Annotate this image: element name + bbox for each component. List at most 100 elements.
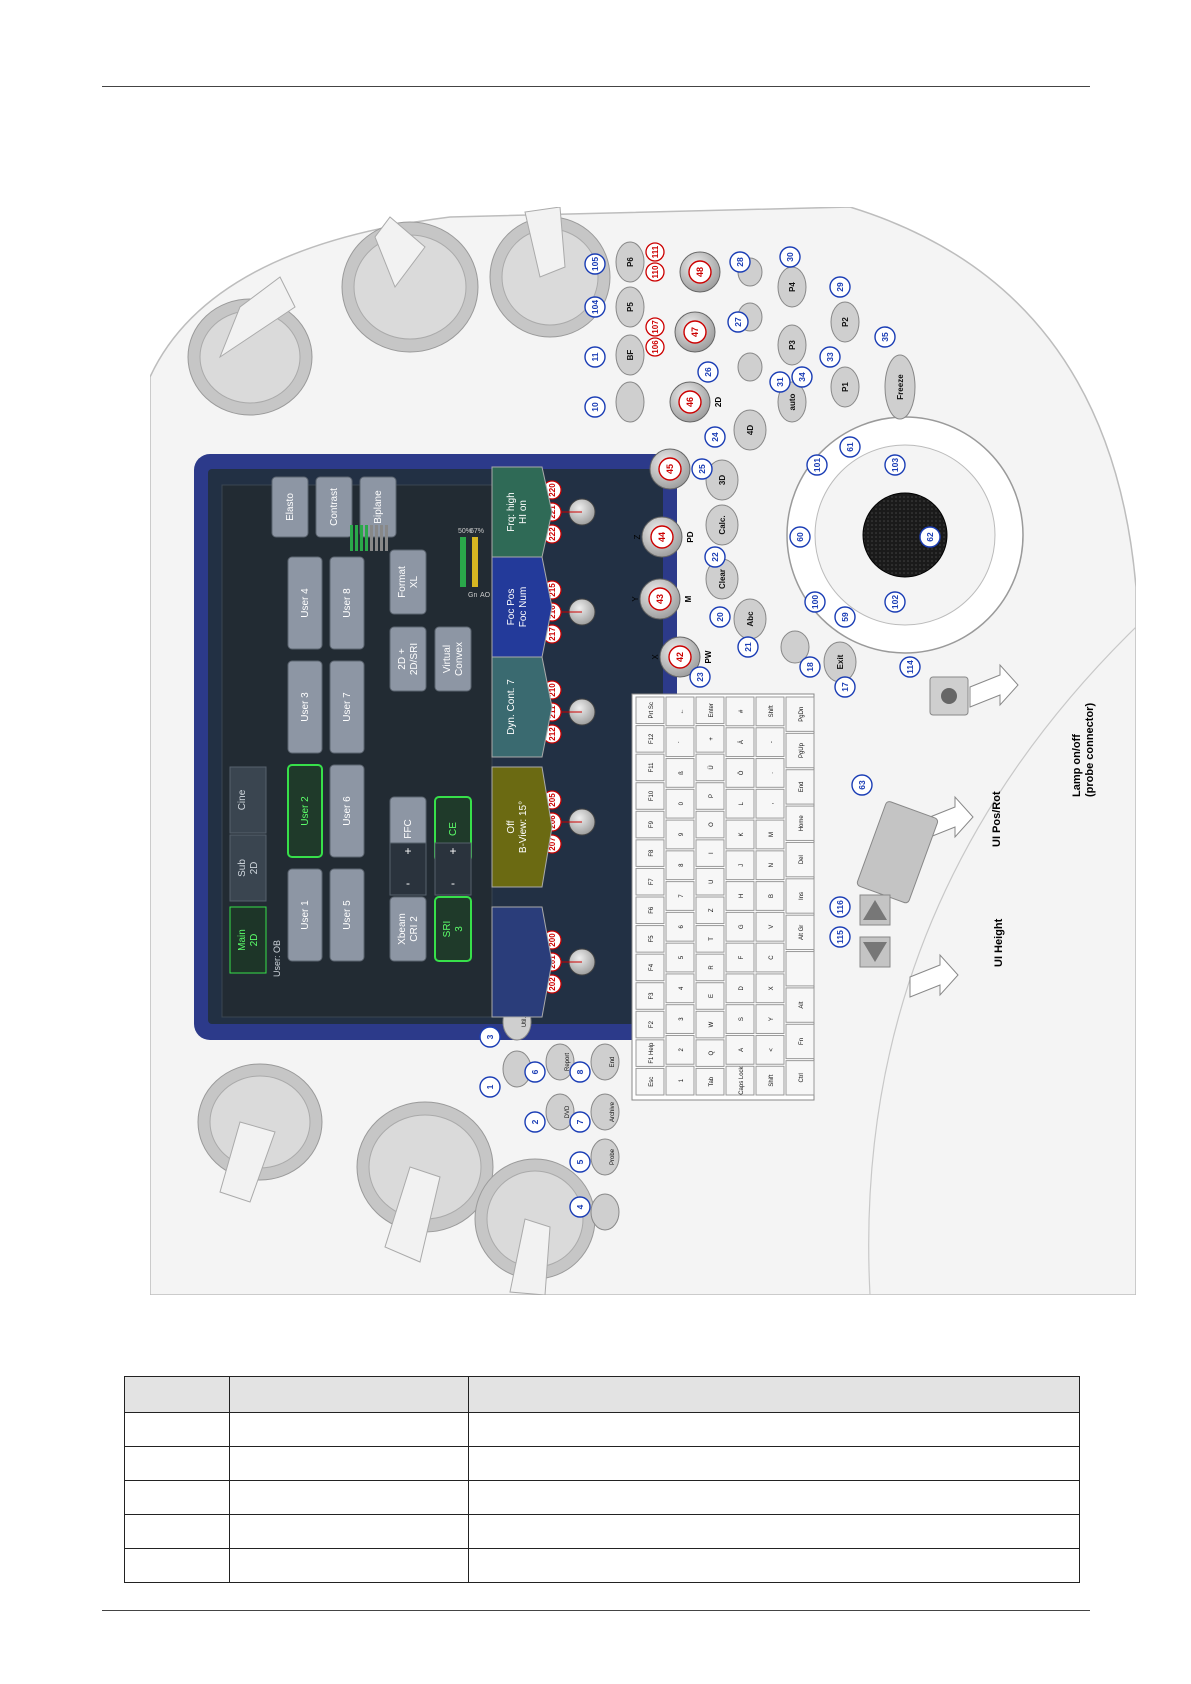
trackball[interactable] <box>862 492 948 578</box>
key[interactable]: , <box>755 788 785 819</box>
key[interactable]: Ä <box>725 727 755 758</box>
key[interactable]: F3 <box>635 982 665 1010</box>
bf-button[interactable]: BF <box>615 334 645 376</box>
key[interactable]: C <box>755 942 785 973</box>
key[interactable]: U <box>695 867 725 896</box>
key[interactable]: 1 <box>665 1065 695 1096</box>
p2-button[interactable]: P2 <box>830 301 860 343</box>
freeze-button[interactable]: Freeze <box>884 354 916 420</box>
key[interactable]: F9 <box>635 810 665 839</box>
key[interactable]: H <box>725 881 755 911</box>
key[interactable]: E <box>695 982 725 1010</box>
user-button-7[interactable]: User 7 <box>329 660 365 754</box>
key[interactable]: ´ <box>665 727 695 758</box>
key[interactable]: S <box>725 1004 755 1034</box>
key[interactable]: W <box>695 1010 725 1039</box>
key[interactable]: Q <box>695 1039 725 1067</box>
key[interactable]: Enter <box>695 696 725 725</box>
key[interactable]: O <box>695 810 725 839</box>
mode-button-contrast[interactable]: Contrast <box>315 476 353 538</box>
key[interactable]: Ins <box>785 878 815 914</box>
user-button-1[interactable]: User 1 <box>287 868 323 962</box>
key[interactable]: End <box>785 769 815 805</box>
mode-key-48[interactable]: 48 <box>679 251 721 293</box>
key[interactable]: F11 <box>635 753 665 782</box>
auto-button[interactable]: auto <box>777 381 807 423</box>
key[interactable]: L <box>725 788 755 819</box>
key[interactable]: 6 <box>665 911 695 942</box>
key[interactable]: 0 <box>665 788 695 819</box>
key[interactable] <box>785 951 815 987</box>
key[interactable]: Shift <box>755 1065 785 1096</box>
key[interactable]: Alt <box>785 987 815 1023</box>
virtual-convex-button[interactable]: VirtualConvex <box>434 626 472 692</box>
key[interactable]: 3 <box>665 1004 695 1034</box>
user-button-8[interactable]: User 8 <box>329 556 365 650</box>
abc-button[interactable]: Abc <box>733 598 767 640</box>
archive-button[interactable]: Archive <box>590 1093 620 1131</box>
key[interactable]: - <box>755 727 785 758</box>
2d-sri-button[interactable]: 2D +2D/SRI <box>389 626 427 692</box>
key[interactable]: P <box>695 782 725 810</box>
key[interactable]: T <box>695 925 725 953</box>
key[interactable]: R <box>695 953 725 982</box>
layout-button[interactable] <box>737 352 763 382</box>
key[interactable]: 7 <box>665 881 695 911</box>
key[interactable]: A <box>725 1034 755 1065</box>
key[interactable]: ß <box>665 758 695 788</box>
key[interactable]: F1 Help <box>635 1039 665 1067</box>
sri-button[interactable]: SRI3 <box>434 896 472 962</box>
key[interactable]: B <box>755 881 785 911</box>
key[interactable]: 2 <box>665 1034 695 1065</box>
key[interactable]: I <box>695 839 725 867</box>
key[interactable]: Y <box>755 1004 785 1034</box>
key[interactable]: F2 <box>635 1010 665 1039</box>
user-button-3[interactable]: User 3 <box>287 660 323 754</box>
key[interactable]: M <box>755 819 785 850</box>
tab-3[interactable]: Cine <box>229 766 267 834</box>
key[interactable]: Caps Lock <box>725 1065 755 1096</box>
end-button[interactable]: End <box>590 1043 620 1081</box>
4d-button[interactable]: 4D <box>733 409 767 451</box>
mode-button-biplane[interactable]: Biplane <box>359 476 397 538</box>
key[interactable]: F4 <box>635 953 665 982</box>
key[interactable]: PgUp <box>785 732 815 769</box>
key[interactable]: F6 <box>635 896 665 925</box>
key[interactable]: 9 <box>665 819 695 850</box>
key[interactable]: Ö <box>725 758 755 788</box>
key[interactable]: K <box>725 819 755 850</box>
xbeam-stepper[interactable]: -+ <box>389 842 427 896</box>
report-button[interactable]: Report <box>545 1043 575 1081</box>
key[interactable]: Del <box>785 841 815 878</box>
p5-button[interactable]: P5 <box>615 286 645 328</box>
key[interactable]: Shift <box>755 696 785 727</box>
calc-button[interactable]: Calc. <box>705 504 739 546</box>
key[interactable]: 8 <box>665 850 695 881</box>
key[interactable]: F8 <box>635 839 665 867</box>
key[interactable]: F <box>725 942 755 973</box>
store-button[interactable] <box>780 630 810 664</box>
sri-stepper[interactable]: -+ <box>434 842 472 896</box>
key[interactable]: + <box>695 725 725 753</box>
key[interactable]: F7 <box>635 867 665 896</box>
key[interactable]: Prt Sc <box>635 696 665 725</box>
key[interactable]: X <box>755 973 785 1004</box>
3d-button[interactable]: 3D <box>705 459 739 501</box>
mode-button-elasto[interactable]: Elasto <box>271 476 309 538</box>
key[interactable]: < <box>755 1034 785 1065</box>
p4-button[interactable]: P4 <box>777 266 807 308</box>
key[interactable]: F12 <box>635 725 665 753</box>
key[interactable]: ← <box>665 696 695 727</box>
key[interactable]: Esc <box>635 1067 665 1096</box>
key[interactable]: V <box>755 911 785 942</box>
tgc-button[interactable] <box>590 1193 620 1231</box>
p3-button[interactable]: P3 <box>777 324 807 366</box>
key[interactable]: . <box>755 758 785 788</box>
key[interactable]: PgDn <box>785 696 815 732</box>
key[interactable]: 5 <box>665 942 695 973</box>
p1-button[interactable]: P1 <box>830 366 860 408</box>
key[interactable]: J <box>725 850 755 881</box>
key[interactable]: 4 <box>665 973 695 1004</box>
